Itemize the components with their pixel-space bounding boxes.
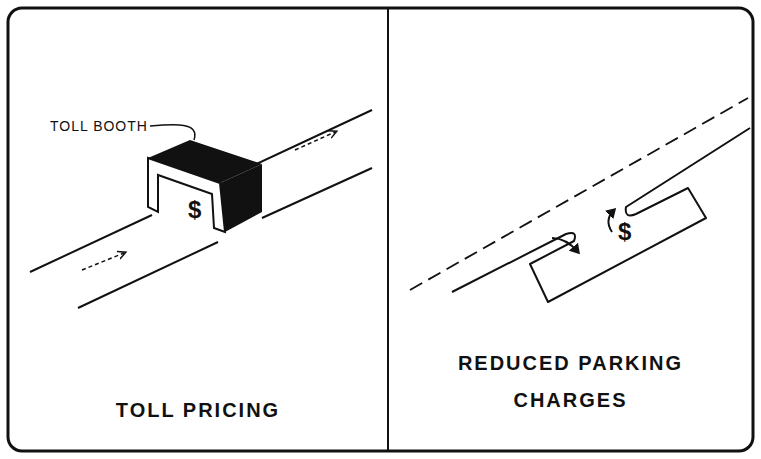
frame (8, 8, 753, 451)
road-edge (248, 110, 372, 168)
panel-caption: REDUCED PARKING CHARGES (453, 345, 688, 419)
entry-arrow (552, 238, 578, 252)
divider (387, 8, 389, 451)
panel: TOLL PRICING (8, 8, 388, 451)
traffic-arrow (295, 132, 335, 150)
exit-arrow (608, 210, 614, 232)
traffic-arrow (82, 253, 124, 270)
panel: REDUCED PARKING CHARGES (388, 8, 753, 451)
road-edge (30, 215, 152, 272)
road-centerline (410, 98, 748, 290)
parking-lot (452, 128, 750, 302)
booth-side (220, 164, 262, 232)
leader-line (150, 125, 195, 140)
road-edge (78, 242, 218, 308)
price-symbol: $ (618, 218, 631, 246)
booth-front (148, 158, 225, 232)
panel-caption: TOLL PRICING (18, 392, 378, 429)
road-edge (262, 168, 372, 218)
part-label: TOLL BOOTH (50, 118, 148, 134)
price-symbol: $ (188, 196, 201, 224)
